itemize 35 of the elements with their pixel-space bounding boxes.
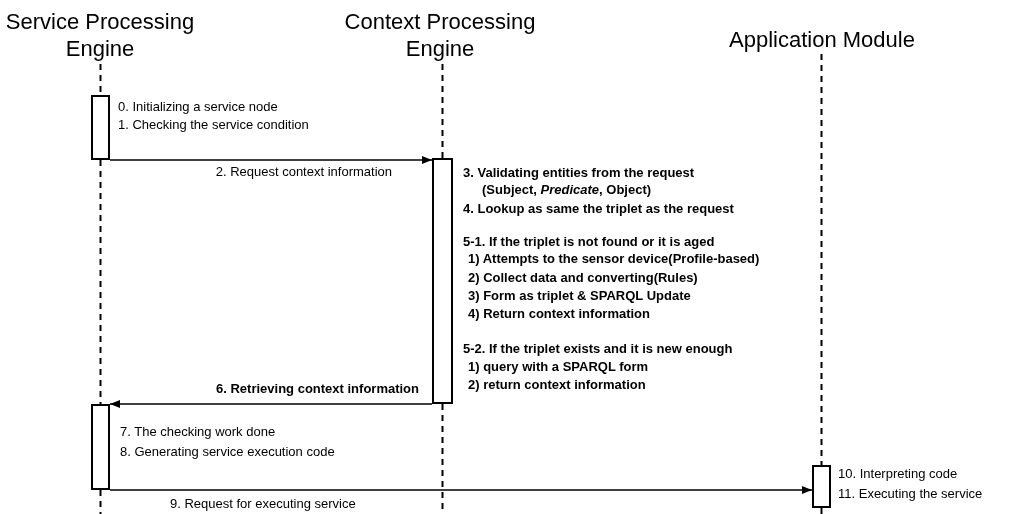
step-text: 5-2. If the triplet exists and it is new enough <box>463 341 733 357</box>
step-text: 1) query with a SPARQL form <box>468 359 649 375</box>
step-text: 1. Checking the service condition <box>118 117 309 133</box>
message-arrow <box>109 486 813 494</box>
edge-label: 6. Retrieving context information <box>216 381 419 397</box>
step-text: 4) Return context information <box>468 306 650 322</box>
activation-bar <box>91 404 110 490</box>
step-text: 2) Collect data and converting(Rules) <box>468 270 698 286</box>
step-text: 1) Attempts to the sensor device(Profile-based) <box>468 251 760 267</box>
step-text: 5-1. If the triplet is not found or it is aged <box>463 234 715 250</box>
step-text: 10. Interpreting code <box>838 466 958 482</box>
message-arrow <box>109 400 433 408</box>
lifeline <box>99 489 102 514</box>
participant-title: Application Module <box>729 25 915 53</box>
lifeline <box>820 507 823 514</box>
lifeline <box>820 53 823 466</box>
step-text: 0. Initializing a service node <box>118 99 278 115</box>
step-text: 2) return context information <box>468 377 646 393</box>
message-arrow <box>109 156 433 164</box>
step-text: 4. Lookup as same the triplet as the request <box>463 201 734 217</box>
step-text: 3) Form as triplet & SPARQL Update <box>468 288 691 304</box>
activation-bar <box>812 465 831 508</box>
lifeline <box>441 63 444 159</box>
step-text: 11. Executing the service <box>838 486 983 502</box>
edge-label: 2. Request context information <box>215 164 392 180</box>
activation-bar <box>91 95 110 160</box>
activation-bar <box>432 158 453 404</box>
step-text: (Subject, Predicate, Object) <box>482 182 652 198</box>
participant-title: Context Processing Engine <box>343 8 537 62</box>
step-text: 7. The checking work done <box>120 424 276 440</box>
step-text: 8. Generating service execution code <box>120 444 335 460</box>
edge-label: 9. Request for executing service <box>170 496 356 512</box>
participant-title: Service Processing Engine <box>4 8 196 62</box>
lifeline <box>99 159 102 405</box>
step-text: 3. Validating entities from the request <box>463 165 695 181</box>
